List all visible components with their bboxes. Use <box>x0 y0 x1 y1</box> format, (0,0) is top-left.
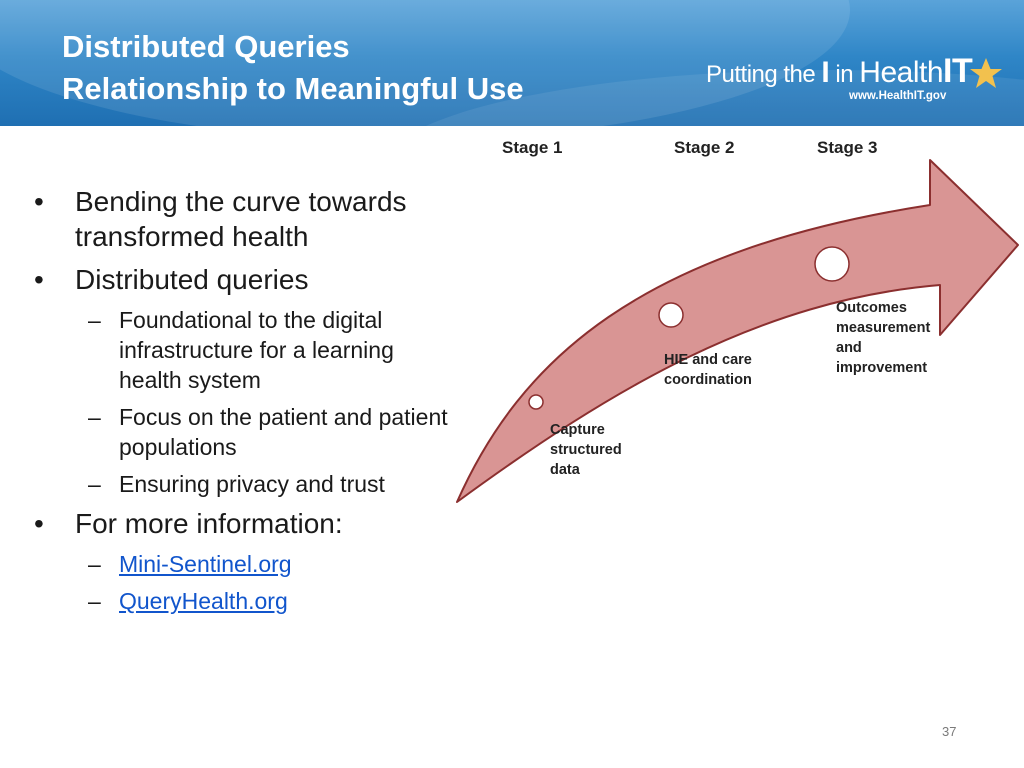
bullet-text: Bending the curve towards transformed he… <box>75 186 407 252</box>
logo-i: I <box>821 56 830 89</box>
sub-bullet-item: – Foundational to the digital infrastruc… <box>30 305 460 395</box>
label-line: coordination <box>664 372 752 388</box>
sub-bullet-text: Focus on the patient and patient populat… <box>119 404 448 460</box>
label-line: HIE and care <box>664 352 752 368</box>
bullet-mark: • <box>34 264 44 295</box>
stage-3-label: Stage 3 <box>817 138 878 157</box>
dash-mark: – <box>88 471 101 497</box>
page-number: 37 <box>942 724 957 739</box>
mini-sentinel-link[interactable]: Mini-Sentinel.org <box>119 551 292 577</box>
sub-bullet-item: – Ensuring privacy and trust <box>30 469 460 499</box>
logo-putting: Putting the <box>706 61 822 88</box>
bullet-mark: • <box>34 186 44 217</box>
milestone-dot-3 <box>814 246 850 282</box>
sub-bullet-text: Foundational to the digital infrastructu… <box>119 307 394 393</box>
label-line: improvement <box>836 360 928 376</box>
milestone-dot-2 <box>658 302 684 328</box>
label-line: measurement <box>836 320 931 336</box>
star-icon <box>970 58 1002 88</box>
bullet-list: • Bending the curve towards transformed … <box>30 184 460 623</box>
label-line: Capture <box>550 422 605 438</box>
stage-2-label: Stage 2 <box>674 138 735 157</box>
bullet-mark: • <box>34 508 44 539</box>
logo-url: www.HealthIT.gov <box>849 90 947 102</box>
logo-health: Health <box>859 56 943 89</box>
bullet-text: For more information: <box>75 508 343 539</box>
label-line: structured <box>550 442 622 458</box>
label-line: Outcomes <box>836 300 907 316</box>
dash-mark: – <box>88 551 101 577</box>
logo-wordmark: Putting the I in HealthIT <box>706 52 1006 91</box>
bullet-item: • Distributed queries <box>30 262 460 297</box>
sub-bullet-item: – Mini-Sentinel.org <box>30 549 460 579</box>
header-banner <box>0 0 1024 126</box>
milestone-dot-1 <box>528 394 544 410</box>
bullet-item: • For more information: <box>30 506 460 541</box>
bullet-text: Distributed queries <box>75 264 309 295</box>
logo-in: in <box>829 61 860 88</box>
slide-title: Distributed Queries Relationship to Mean… <box>62 26 524 110</box>
hie-care-coordination-label: HIE and care coordination <box>664 350 752 390</box>
label-line: data <box>550 462 580 478</box>
sub-bullet-item: – QueryHealth.org <box>30 586 460 616</box>
sub-bullet-item: – Focus on the patient and patient popul… <box>30 402 460 462</box>
stage-1-label: Stage 1 <box>502 138 563 157</box>
logo-it: IT <box>943 52 973 90</box>
capture-structured-data-label: Capture structured data <box>550 420 622 480</box>
label-line: and <box>836 340 862 356</box>
curved-arrow <box>456 159 1019 503</box>
dash-mark: – <box>88 307 101 333</box>
dash-mark: – <box>88 588 101 614</box>
queryhealth-link[interactable]: QueryHealth.org <box>119 588 288 614</box>
healthit-logo: Putting the I in HealthIT www.HealthIT.g… <box>706 52 1006 112</box>
bullet-item: • Bending the curve towards transformed … <box>30 184 460 254</box>
sub-bullet-text: Ensuring privacy and trust <box>119 471 385 497</box>
dash-mark: – <box>88 404 101 430</box>
title-line-2: Relationship to Meaningful Use <box>62 71 524 106</box>
title-line-1: Distributed Queries <box>62 29 350 64</box>
outcomes-label: Outcomes measurement and improvement <box>836 298 930 378</box>
